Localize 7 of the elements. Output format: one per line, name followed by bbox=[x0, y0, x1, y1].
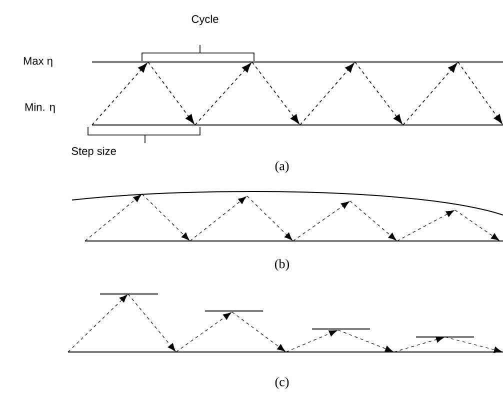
panel-label: (a) bbox=[275, 161, 289, 173]
panel-label: (b) bbox=[275, 259, 290, 271]
panel-label: (c) bbox=[275, 377, 289, 389]
level-label: Min. η bbox=[25, 102, 55, 114]
cycle-label: Cycle bbox=[192, 14, 218, 26]
step-size-label: Step size bbox=[72, 146, 116, 158]
level-label: Max η bbox=[24, 57, 52, 67]
